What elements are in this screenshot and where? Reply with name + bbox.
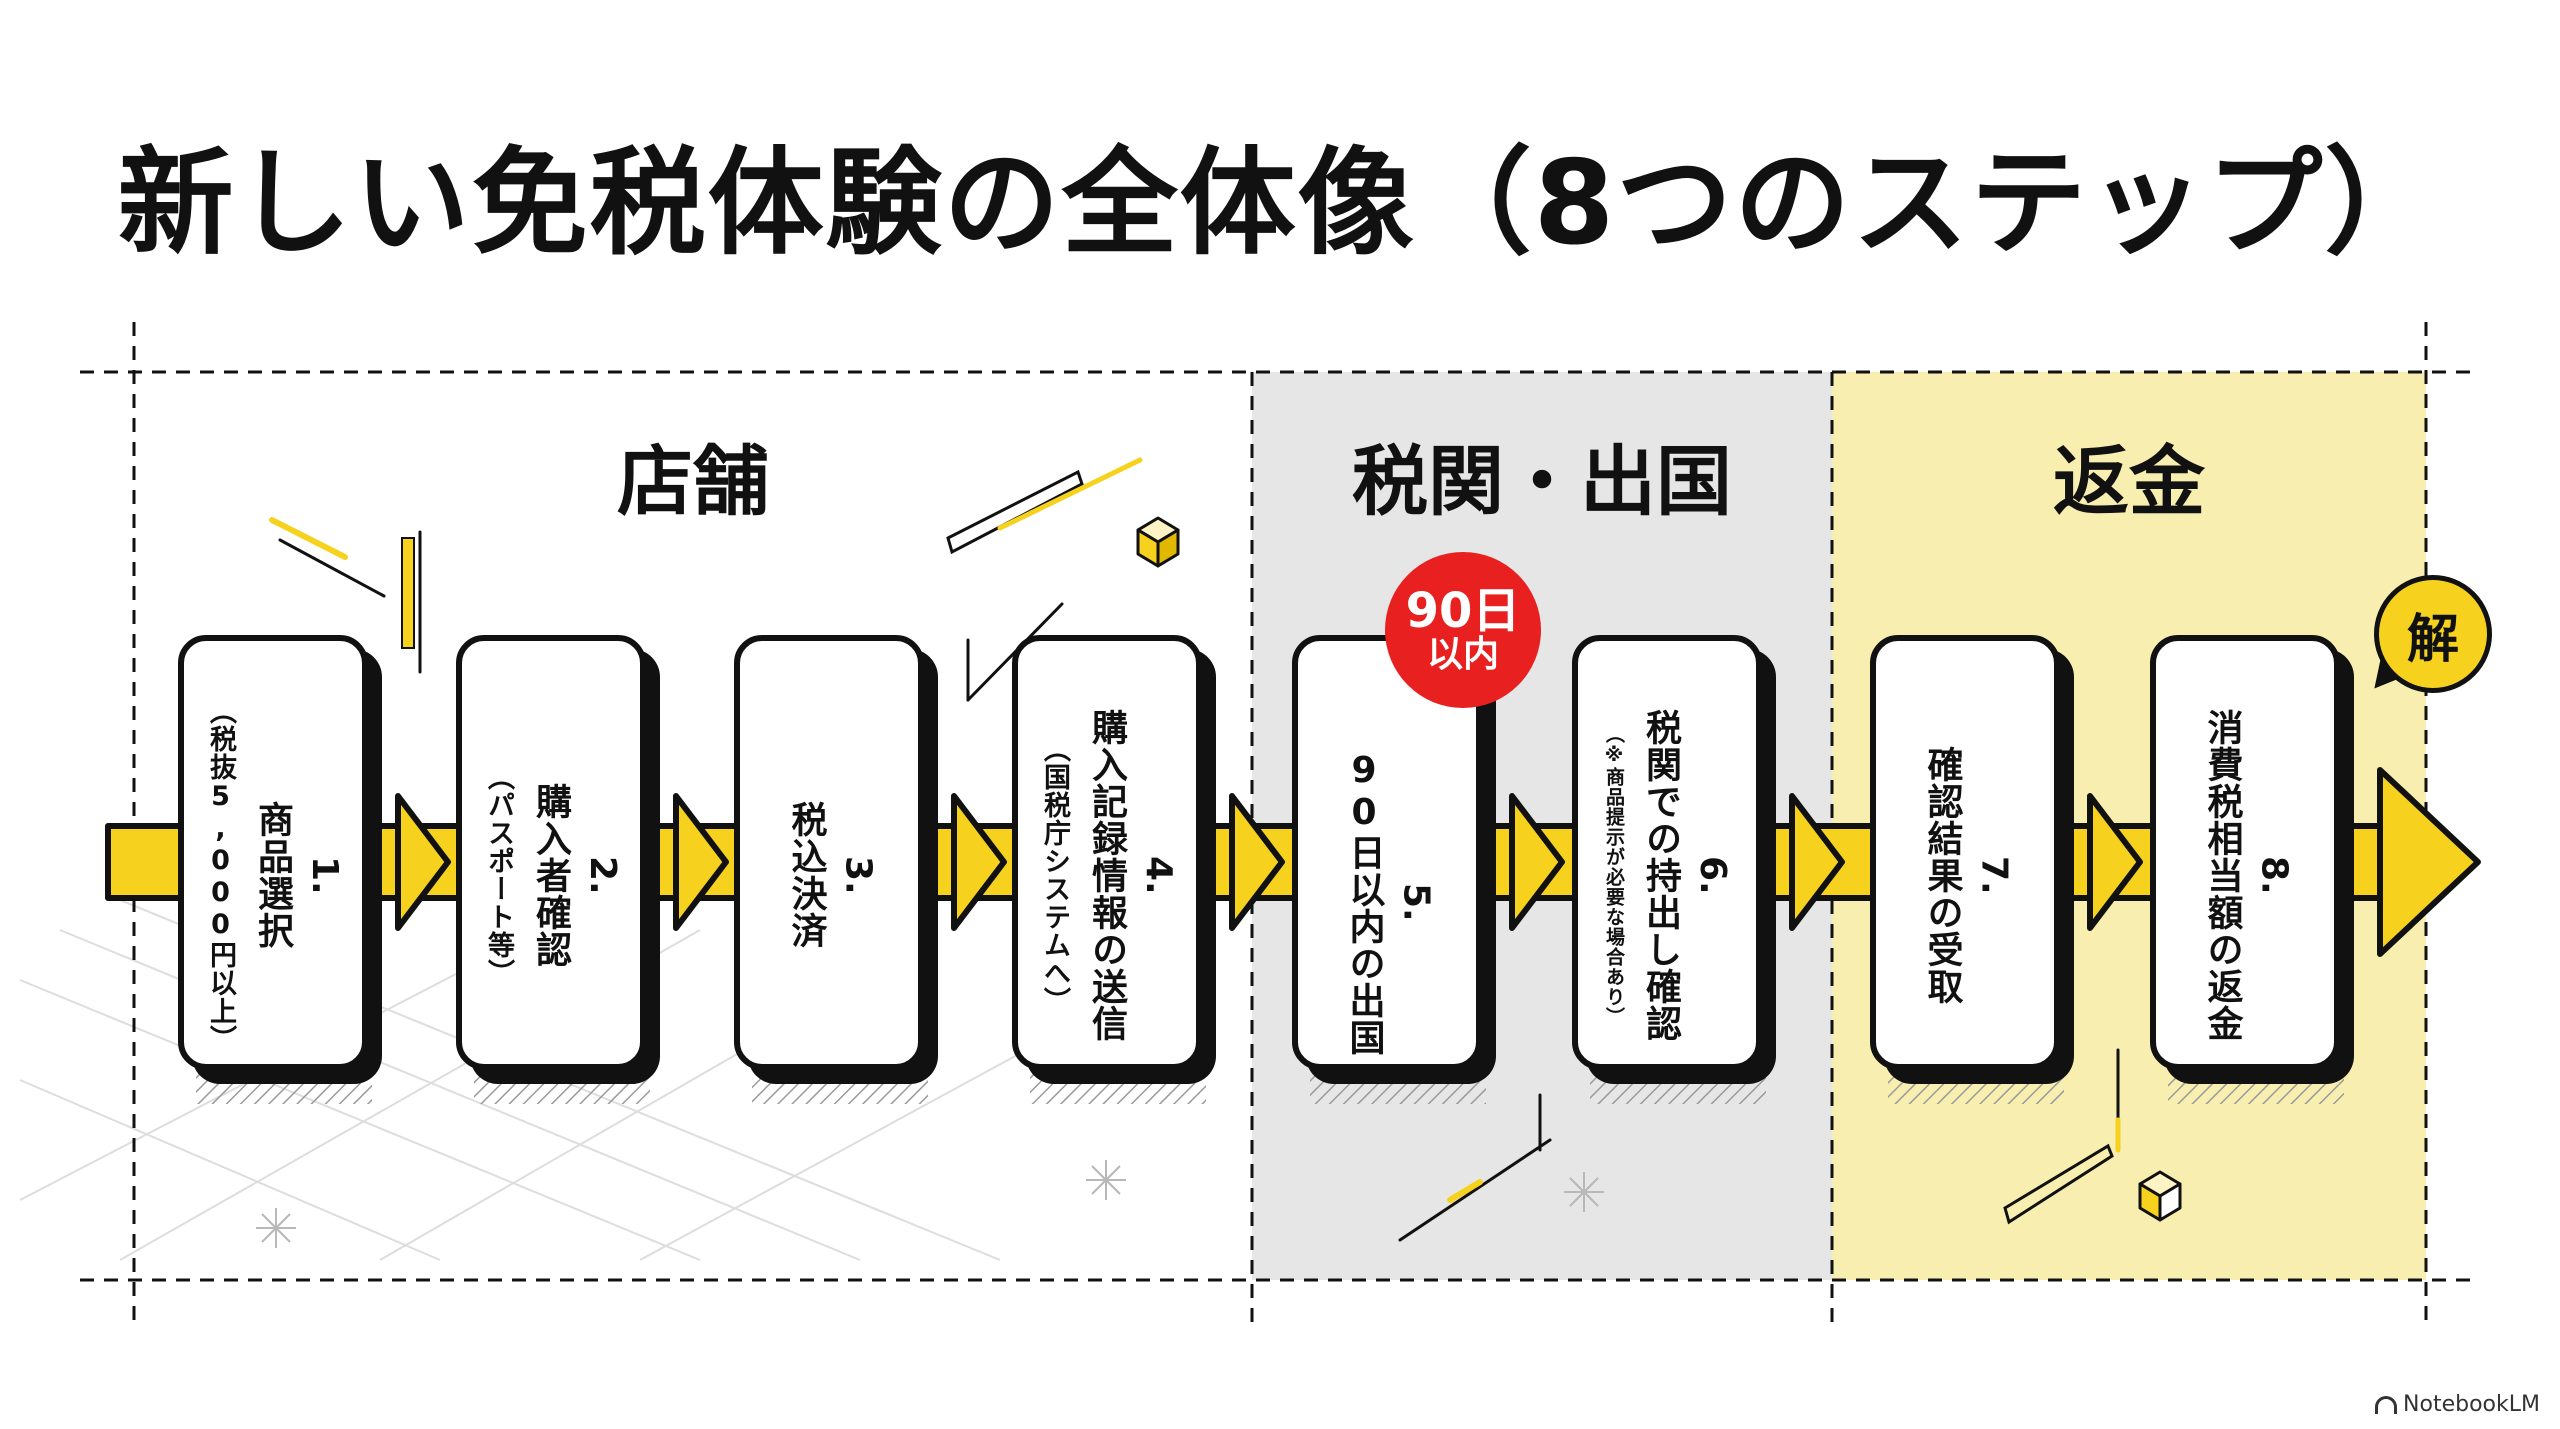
notebooklm-logo: NotebookLM [2375, 1392, 2540, 1417]
badge-within: 以内 [1426, 634, 1499, 676]
step-card-2: 2. 購入者確認 （パスポート等） [456, 635, 646, 1070]
decor-cube [1136, 516, 1180, 568]
step-card-8: 8. 消費税相当額の返金 [2150, 635, 2340, 1070]
step-number: 6. [1692, 855, 1733, 895]
page-title: 新しい免税体験の全体像（8つのステップ） [117, 136, 2443, 271]
section-label-customs: 税関・出国 [1352, 437, 1732, 526]
step-title: 90日以内の出国 [1343, 749, 1385, 1056]
step-title: 購入者確認 [530, 782, 571, 968]
section-label-store: 店舗 [617, 437, 769, 526]
step-number: 8. [2253, 855, 2295, 895]
step-card-6: 6. 税関での持出し確認 （※商品提示が必要な場合あり） [1572, 635, 1762, 1070]
card-hatch-shadows [196, 1074, 2344, 1104]
step-number: 2. [582, 855, 623, 895]
speech-bubble: 解 [2374, 575, 2492, 693]
step-title: 購入記録情報の送信 [1086, 708, 1127, 1042]
step-card-1: 1. 商品選択 （税抜5,000円以上） [178, 635, 368, 1070]
flow-chevrons [395, 793, 2143, 931]
step-number: 5. [1395, 883, 1437, 922]
step-title: 税関での持出し確認 [1640, 708, 1681, 1042]
step-title: 消費税相当額の返金 [2201, 708, 2243, 1042]
deadline-badge: 90日 以内 [1385, 552, 1541, 708]
section-label-refund: 返金 [2053, 437, 2205, 526]
badge-days: 90日 [1405, 582, 1521, 639]
step-note: （国税庁システムへ） [1039, 735, 1070, 1015]
dashed-frame [80, 322, 2480, 1326]
notebooklm-icon [2375, 1395, 2398, 1414]
step-title: 確認結果の受取 [1921, 745, 1963, 1005]
step-number: 3. [837, 855, 879, 895]
step-title: 商品選択 [252, 801, 293, 949]
decor-cube [2138, 1170, 2182, 1222]
step-note: （※商品提示が必要な場合あり） [1603, 723, 1625, 1027]
step-number: 7. [1973, 855, 2015, 895]
decor-sparkles [256, 1160, 1604, 1248]
step-title: 税込決済 [785, 801, 827, 949]
step-number: 1. [304, 855, 345, 895]
decor-lines [269, 457, 2121, 1242]
step-card-4: 4. 購入記録情報の送信 （国税庁システムへ） [1012, 635, 1202, 1070]
step-card-3: 3. 税込決済 [734, 635, 924, 1070]
logo-text: NotebookLM [2403, 1392, 2540, 1417]
step-note: （パスポート等） [483, 763, 514, 987]
step-note: （税抜5,000円以上） [205, 697, 236, 1053]
step-number: 4. [1138, 855, 1179, 895]
step-card-7: 7. 確認結果の受取 [1870, 635, 2060, 1070]
step-card-5: 5. 90日以内の出国 [1292, 635, 1482, 1070]
